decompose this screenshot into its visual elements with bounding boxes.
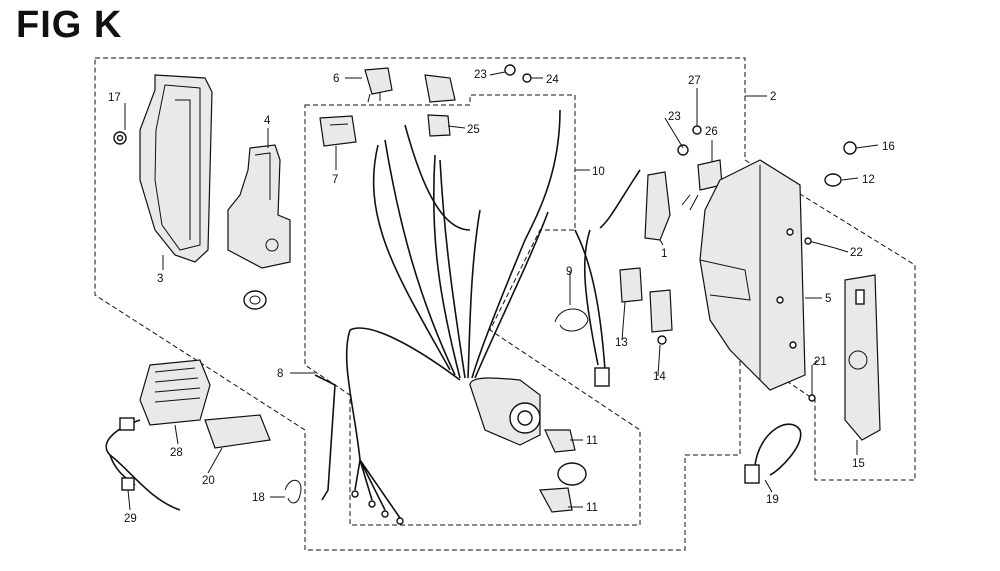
part-12-clip	[824, 173, 842, 187]
part-15-plate	[844, 274, 881, 441]
part-8-band	[314, 374, 336, 501]
callout-26: 26	[705, 126, 718, 138]
callout-22: 22	[850, 247, 863, 259]
part-28-regulator	[105, 359, 211, 511]
part-24-washer	[522, 73, 532, 83]
key-ring	[557, 462, 587, 486]
callout-10: 10	[592, 166, 605, 178]
callout-6: 6	[333, 73, 339, 85]
part-19-clamp	[744, 423, 802, 484]
callout-labels: 17 3 4 6 7 23 24 25 2 27 23 26 16 12 10 …	[108, 69, 895, 525]
figure-title: FIG K	[16, 4, 123, 46]
leader-lines	[124, 71, 879, 511]
part-23-nut-b	[677, 144, 689, 156]
callout-9: 9	[566, 266, 572, 278]
part-7-relay	[319, 115, 357, 147]
callout-2: 2	[770, 91, 776, 103]
part-11-key-b	[539, 487, 573, 513]
callout-11-b: 11	[586, 502, 598, 514]
callout-18: 18	[252, 492, 265, 504]
part-16-bolt	[843, 141, 857, 155]
part-23-nut	[504, 64, 516, 76]
callout-1: 1	[661, 248, 667, 260]
part-10-cable	[574, 229, 610, 387]
callout-13: 13	[615, 337, 628, 349]
callout-12: 12	[862, 174, 875, 186]
part-14-switch	[649, 289, 673, 345]
callout-24: 24	[546, 74, 559, 86]
callout-7: 7	[332, 174, 338, 186]
part-27-washer	[692, 125, 702, 135]
harness-boundary	[304, 94, 641, 526]
callout-17: 17	[108, 92, 121, 104]
part-21-screw	[808, 365, 816, 402]
callout-16: 16	[882, 141, 895, 153]
callout-23-b: 23	[668, 111, 681, 123]
part-6-relay	[364, 67, 393, 103]
callout-11-a: 11	[586, 435, 598, 447]
callout-15: 15	[852, 458, 865, 470]
callout-25: 25	[467, 124, 480, 136]
callout-20: 20	[202, 475, 215, 487]
callout-19: 19	[766, 494, 779, 506]
part-5-control-box	[699, 159, 806, 391]
grommet	[243, 290, 267, 310]
callout-23-a: 23	[474, 69, 487, 81]
callout-4: 4	[264, 115, 271, 127]
part-3-cover	[139, 74, 213, 263]
part-29-connector	[109, 454, 136, 491]
wire-harness	[345, 109, 561, 525]
part-26-connector	[681, 159, 723, 211]
callout-8: 8	[277, 368, 283, 380]
part-20-pad	[204, 414, 271, 449]
callout-27: 27	[688, 75, 701, 87]
part-4-bracket	[227, 144, 291, 269]
part-13-switch	[619, 267, 643, 303]
part-22-screw	[804, 237, 836, 249]
callout-14: 14	[653, 371, 666, 383]
part-11-key-a	[544, 429, 576, 453]
part-17-bolt	[113, 131, 127, 145]
callout-21: 21	[814, 356, 827, 368]
part-1-switch	[583, 169, 671, 366]
fuse-holder	[424, 74, 456, 137]
callout-5: 5	[825, 293, 831, 305]
part-9-clamp	[554, 308, 589, 332]
callout-3: 3	[157, 273, 163, 285]
ignition-switch	[469, 377, 541, 446]
callout-28: 28	[170, 447, 183, 459]
part-18-clip	[284, 480, 302, 504]
callout-29: 29	[124, 513, 137, 525]
